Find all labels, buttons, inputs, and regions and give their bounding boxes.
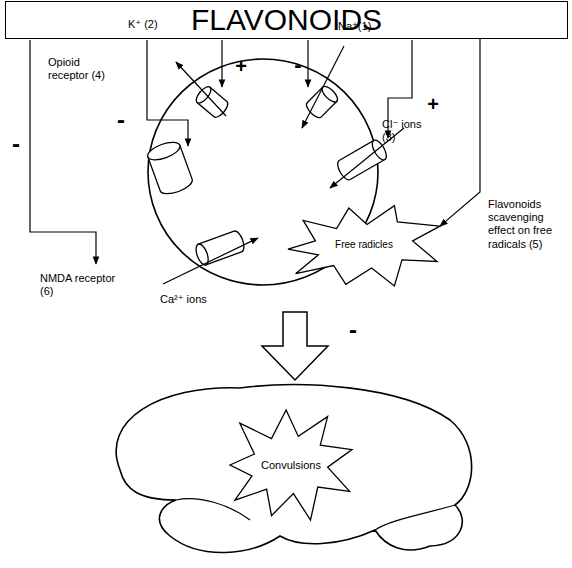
- effect-sign: -: [290, 52, 306, 78]
- action-line: [147, 40, 188, 146]
- effect-sign: -: [345, 316, 361, 345]
- effect-sign: -: [113, 106, 129, 135]
- ion-flow-arrow: [176, 62, 226, 116]
- ion-label: Cl⁻ ions (3): [382, 118, 426, 144]
- inhibition-arrow: [262, 312, 328, 380]
- opioid-receptor-symbol: [145, 139, 194, 198]
- channel-face: [194, 242, 211, 266]
- action-line: [221, 40, 222, 87]
- title-text: FLAVONOIDS: [191, 3, 382, 38]
- free-radical-burst: Free radicles: [288, 204, 440, 286]
- brain-outline: [116, 385, 472, 553]
- receptor-face: [145, 139, 182, 164]
- ion-flow-arrow: [163, 238, 258, 284]
- effect-sign: +: [233, 54, 249, 78]
- node-text: Free radicles: [335, 239, 393, 251]
- brain-fold: [176, 499, 250, 520]
- mechanism-label: Flavonoids scavenging effect on free rad…: [488, 198, 570, 251]
- channel-face: [194, 84, 214, 105]
- receptor-label: NMDA receptor (6): [40, 272, 125, 298]
- node-text: Convulsions: [261, 459, 321, 472]
- convulsion-burst: Convulsions: [230, 410, 352, 520]
- brain-fold: [375, 505, 455, 530]
- ion-label: Ca²⁺ ions: [160, 293, 222, 306]
- chloride-channel: [335, 138, 389, 182]
- burst-shape: [288, 206, 440, 286]
- action-line: [307, 40, 308, 87]
- ion-label: K⁺ (2): [128, 18, 188, 31]
- title-box: FLAVONOIDS: [5, 1, 568, 39]
- burst-shape: [230, 410, 352, 520]
- effect-sign: +: [425, 92, 441, 116]
- effect-sign: -: [8, 130, 24, 159]
- receptor-label: Opioid receptor (4): [48, 56, 114, 82]
- connector: [440, 39, 480, 226]
